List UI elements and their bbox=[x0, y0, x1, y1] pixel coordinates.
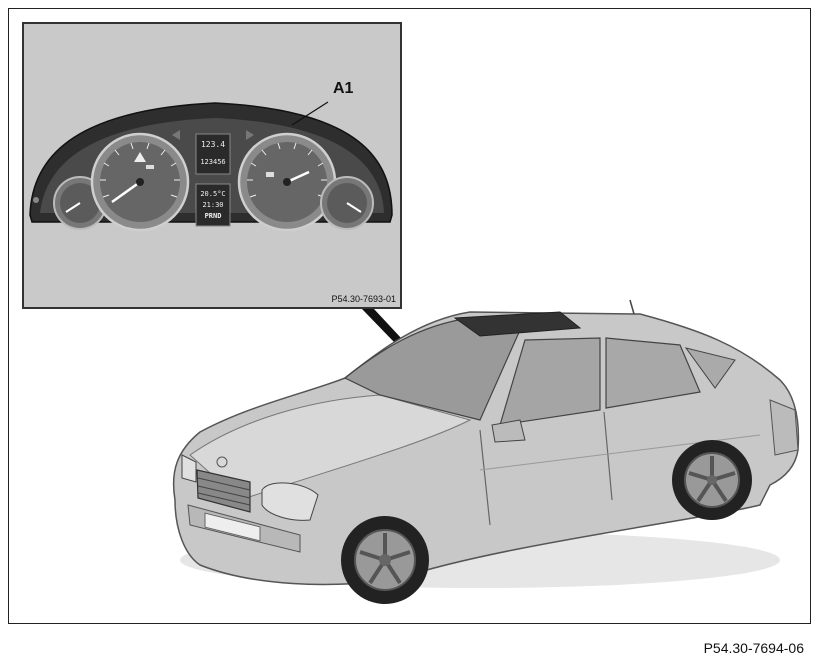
lcd-line2: 123456 bbox=[200, 158, 226, 166]
lcd-line1: 123.4 bbox=[200, 140, 226, 149]
figure-reference: P54.30-7694-06 bbox=[703, 640, 804, 656]
car-illustration bbox=[172, 299, 800, 604]
instrument-cluster bbox=[29, 101, 393, 232]
lcd-temp: 20.5°C bbox=[200, 190, 226, 198]
callout-label: A1 bbox=[333, 80, 354, 97]
inset-reference: P54.30-7693-01 bbox=[331, 294, 396, 304]
lcd-gear: PRND bbox=[204, 212, 222, 220]
lcd-time: 21:30 bbox=[202, 201, 224, 209]
